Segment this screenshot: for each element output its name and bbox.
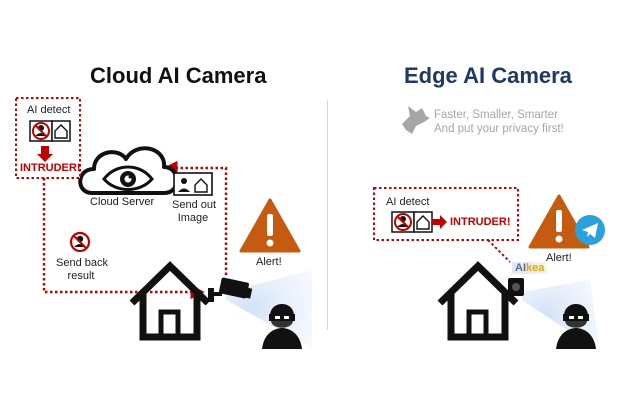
edge-alert-triangle-icon [528,194,590,249]
edge-thief-icon [556,304,596,349]
edge-home-lock-icon [413,211,433,233]
send-back-line-1: Send back [56,257,108,269]
eye-icon [102,165,154,191]
edge-callout-line [487,239,511,263]
send-out-image-icon [173,172,213,196]
intruder-sign-icon [29,120,53,142]
cloud-data-flow [42,160,228,300]
wolf-icon [402,106,430,134]
edge-ai-camera-title: Edge AI Camera [404,63,572,88]
cloud-server-label: Cloud Server [90,196,155,208]
home-lock-icon [51,120,71,142]
thief-icon [262,304,302,349]
edge-ai-detect-label: AI detect [386,196,430,208]
send-out-line-2: Image [177,212,209,224]
send-back-result-icon [69,231,91,253]
brand-first: AI [515,262,526,274]
alert-triangle-icon [239,198,301,253]
cloud-ai-camera-title: Cloud AI Camera [90,63,267,88]
edge-house-icon [437,261,519,341]
tagline-line-2: And put your privacy first! [434,123,564,135]
send-back-label: Send back result [56,257,108,283]
edge-tagline: Faster, Smaller, Smarter And put your pr… [434,108,564,136]
house-icon [129,261,211,341]
cloud-intruder-label: INTRUDER! [20,162,81,174]
edge-intruder-sign-icon [391,211,415,233]
edge-alert-label: Alert! [546,252,572,264]
edge-camera-icon [508,278,524,296]
send-back-line-2: result [67,270,95,282]
divider [327,100,328,330]
edge-intruder-label: INTRUDER! [450,216,511,228]
alkea-brand-label: AIkea [512,262,548,274]
tagline-line-1: Faster, Smaller, Smarter [434,109,558,121]
camera-icon [208,277,253,302]
send-out-line-1: Send out [172,199,217,211]
cloud-alert-label: Alert! [256,256,282,268]
cloud-icon [78,146,179,195]
edge-arrow-icon [432,215,447,229]
cloud-ai-detect-label: AI detect [27,104,71,116]
arrow-icon [37,146,53,162]
brand-rest: kea [526,262,545,274]
send-out-label: Send out Image [172,199,217,225]
telegram-icon [575,215,605,245]
